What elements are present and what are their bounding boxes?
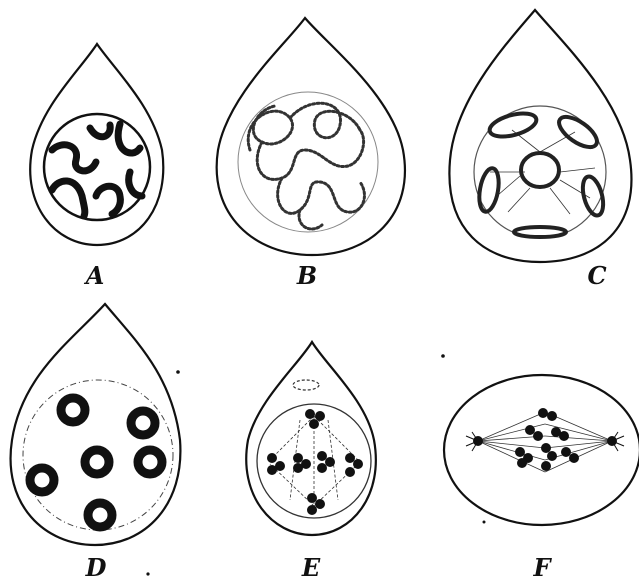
- chromosomes-f: [515, 408, 579, 471]
- chromosomes-e: [267, 409, 363, 515]
- panel-a: [30, 44, 163, 245]
- panel-b: [217, 18, 405, 255]
- panel-d: [11, 304, 181, 545]
- label-b: B: [296, 261, 317, 290]
- label-c: C: [587, 261, 606, 290]
- speck-bottom: [146, 572, 149, 575]
- speck-f-bottom: [483, 521, 486, 524]
- speck-f-top: [441, 354, 445, 358]
- panel-e: [246, 342, 376, 535]
- speck-d: [176, 370, 180, 374]
- spindle-fibers-e: [270, 416, 358, 506]
- panel-f: [441, 354, 639, 525]
- label-e: E: [301, 553, 321, 579]
- chromatin-threads-a: [52, 124, 142, 216]
- cell-b-outline: [217, 18, 405, 255]
- label-f: F: [532, 553, 552, 579]
- label-d: D: [85, 553, 107, 579]
- spireme-thread-b: [248, 103, 364, 229]
- centrosome-e: [293, 380, 319, 390]
- cell-c-outline: [449, 10, 631, 262]
- chromosome-rings-d: [30, 398, 162, 527]
- panel-c: [449, 10, 631, 262]
- label-a: A: [84, 261, 105, 290]
